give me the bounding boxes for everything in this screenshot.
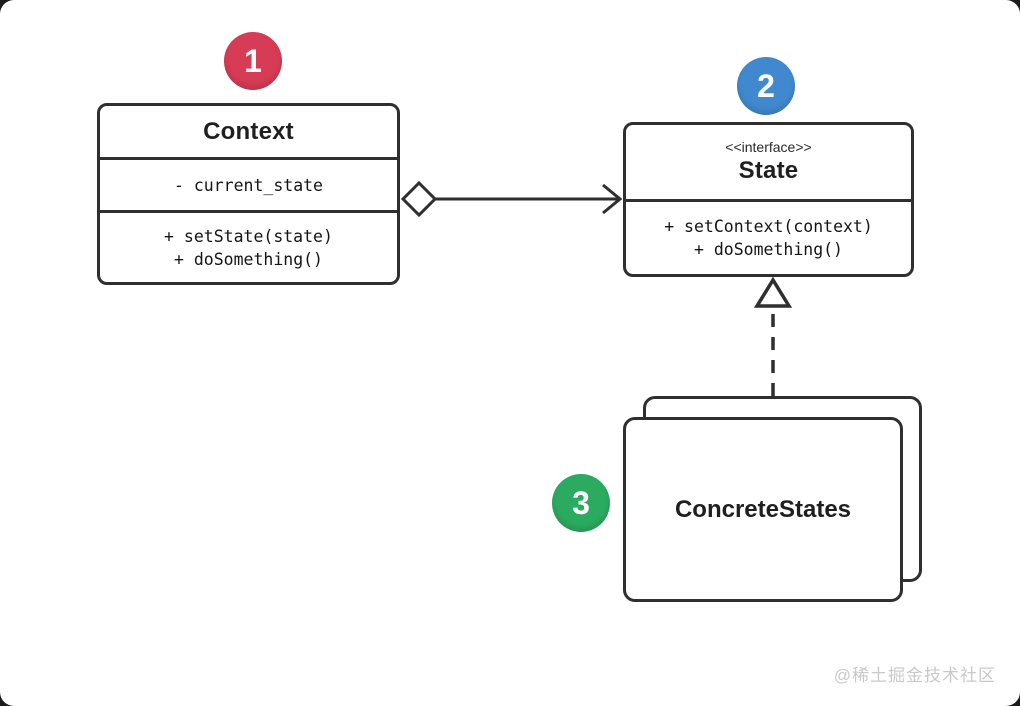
concrete-states-title: ConcreteStates [674, 495, 852, 523]
interface-stereotype: <<interface>> [725, 139, 812, 155]
attribute-line: - current_state [173, 175, 323, 195]
state-methods: + setContext(context) + doSomething() [626, 199, 911, 274]
open-arrowhead-icon [602, 183, 623, 215]
context-class-title: Context [203, 117, 294, 145]
method-line: + doSomething() [173, 249, 323, 269]
state-interface-title: State [738, 157, 799, 184]
concrete-states-box: ConcreteStates [623, 417, 903, 602]
aggregation-diamond-icon [400, 180, 438, 218]
hollow-triangle-arrowhead-icon [753, 276, 793, 308]
method-line: + setContext(context) [664, 217, 873, 236]
context-methods: + setState(state) + doSomething() [100, 210, 397, 282]
method-line: + doSomething() [693, 240, 843, 259]
aggregation-arrow [400, 180, 623, 218]
context-class-box: Context - current_state + setState(state… [97, 103, 400, 285]
state-interface-header: <<interface>> State [626, 125, 911, 199]
context-attributes: - current_state [100, 157, 397, 210]
badge-3: 3 [552, 474, 610, 532]
state-interface-box: <<interface>> State + setContext(context… [623, 122, 914, 277]
badge-2: 2 [737, 57, 795, 115]
method-line: + setState(state) [164, 226, 333, 246]
realization-arrow [753, 276, 793, 396]
watermark: @稀土掘金技术社区 [833, 666, 996, 685]
badge-1: 1 [224, 32, 282, 90]
